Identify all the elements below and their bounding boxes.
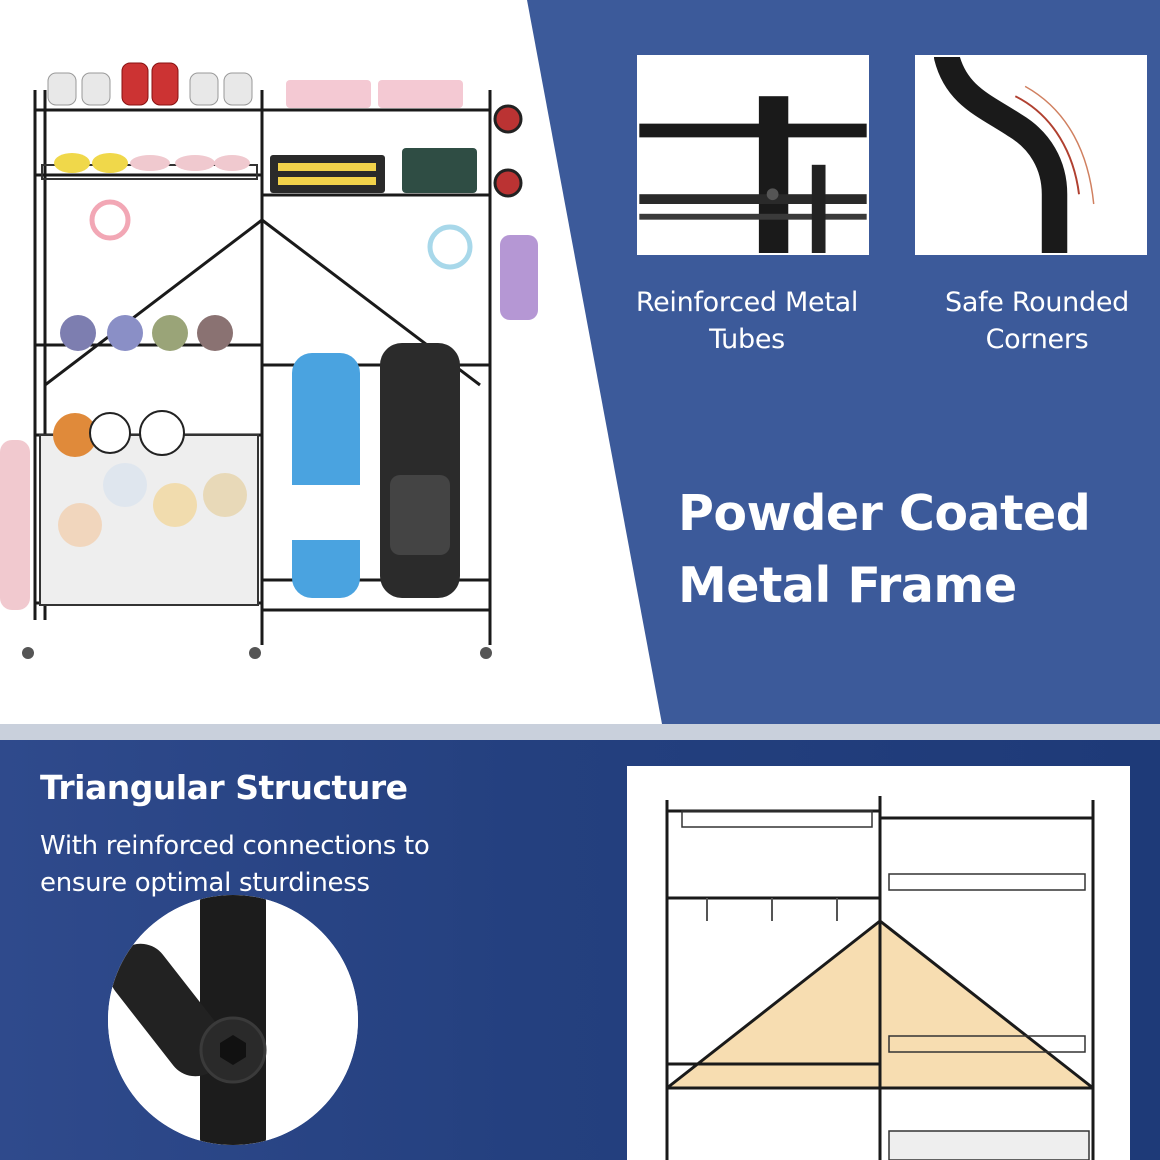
subtitle-line: With reinforced connections to: [40, 831, 430, 861]
headline-line: Metal Frame: [678, 557, 1017, 614]
headline-line: Powder Coated: [678, 485, 1091, 542]
rounded-corner-closeup: [915, 55, 1147, 255]
section-divider: [0, 724, 1160, 740]
sports-rack-photo: [0, 62, 538, 659]
triangle-frame-illustration: [627, 766, 1130, 1160]
feature-caption-tubes: Reinforced Metal Tubes: [617, 284, 877, 358]
subtitle-line: ensure optimal sturdiness: [40, 868, 370, 898]
feature-caption-line: Corners: [985, 324, 1089, 355]
triangular-title: Triangular Structure: [40, 768, 408, 807]
metal-tube-closeup: [637, 55, 869, 255]
headline: Powder Coated Metal Frame: [678, 478, 1148, 622]
top-section: Reinforced Metal Tubes Safe Rounded Corn…: [0, 0, 1160, 724]
feature-caption-line: Reinforced Metal: [635, 287, 859, 318]
feature-caption-corners: Safe Rounded Corners: [907, 284, 1160, 358]
bottom-section: Triangular Structure With reinforced con…: [0, 740, 1160, 1160]
metal-tube-icon: [639, 57, 867, 253]
frame-diagram: [627, 766, 1130, 1160]
joint-closeup: [108, 895, 358, 1145]
triangular-subtitle: With reinforced connections to ensure op…: [40, 828, 510, 902]
feature-caption-line: Safe Rounded: [945, 287, 1129, 318]
feature-caption-line: Tubes: [709, 324, 785, 355]
bolt-joint-icon: [108, 895, 358, 1145]
rounded-corner-icon: [917, 57, 1145, 253]
